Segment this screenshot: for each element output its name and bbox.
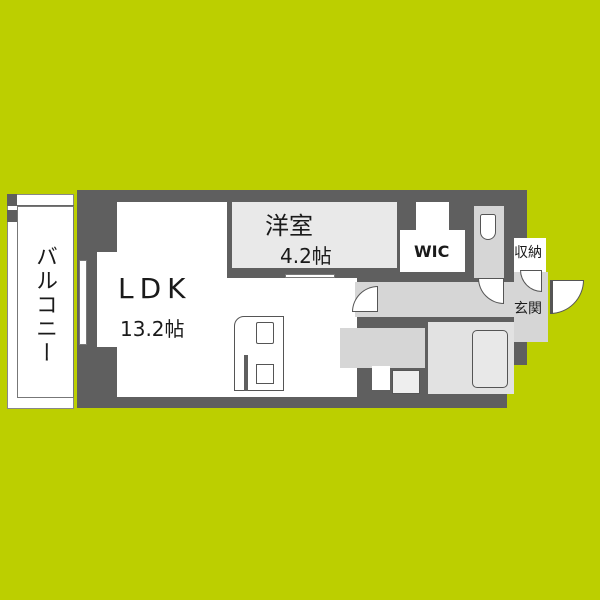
ldk-room-south bbox=[97, 252, 117, 347]
balcony-label: バルコニー bbox=[32, 245, 57, 365]
washroom-nook bbox=[372, 366, 390, 390]
ldk-name: LDK bbox=[118, 272, 192, 305]
balcony-post bbox=[7, 210, 17, 222]
wic-room-top bbox=[416, 202, 449, 232]
entrance-label: 玄関 bbox=[514, 301, 542, 317]
storage-label: 収納 bbox=[514, 245, 542, 261]
balcony-rail bbox=[17, 205, 74, 206]
toilet-icon bbox=[480, 214, 496, 240]
kitchen-sink-icon bbox=[256, 322, 274, 344]
storage-room bbox=[514, 238, 546, 272]
balcony-inner bbox=[17, 206, 74, 398]
bathtub-icon bbox=[472, 330, 508, 388]
western-room-name: 洋室 bbox=[265, 212, 313, 240]
front-door[interactable] bbox=[550, 280, 584, 314]
wic-label: WIC bbox=[414, 242, 450, 261]
balcony-post bbox=[7, 194, 17, 206]
kitchen-partition bbox=[244, 355, 248, 391]
ldk-size: 13.2帖 bbox=[120, 317, 185, 341]
kitchen-counter bbox=[234, 316, 284, 391]
western-room-size: 4.2帖 bbox=[280, 244, 332, 268]
balcony-window[interactable] bbox=[79, 260, 87, 345]
ldk-room-ext2 bbox=[227, 278, 307, 318]
stove-icon bbox=[256, 364, 274, 384]
washing-machine-pan-icon bbox=[392, 370, 420, 394]
wic-room bbox=[400, 230, 465, 272]
ldk-room bbox=[117, 202, 227, 397]
western-room bbox=[232, 202, 397, 268]
washroom bbox=[340, 328, 425, 368]
western-room-door[interactable] bbox=[285, 274, 335, 278]
